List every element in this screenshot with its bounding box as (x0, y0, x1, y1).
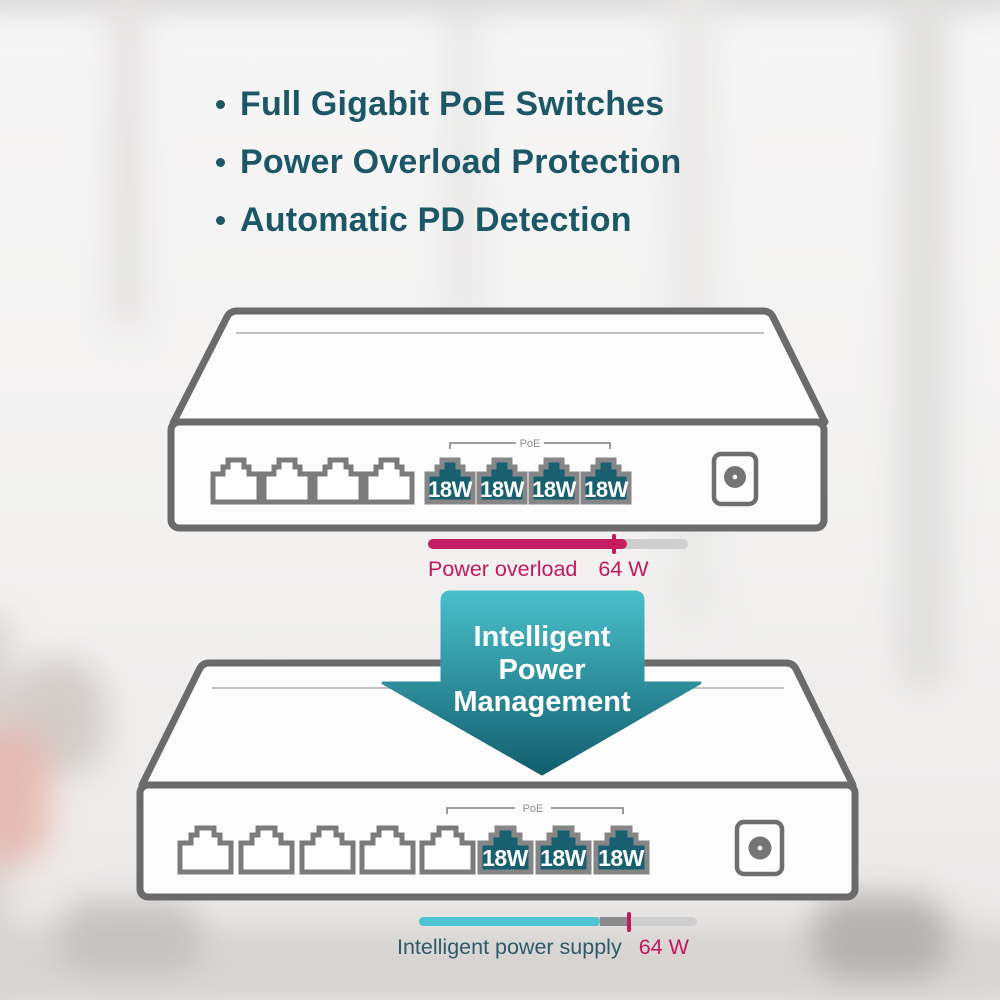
power-bar (428, 534, 688, 554)
bullet-icon (216, 99, 225, 109)
port-power-label: 18W (598, 845, 645, 871)
intelligent-power-arrow: Intelligent Power Management (381, 590, 702, 776)
meter-value: 64 W (598, 557, 649, 581)
meter-label: Intelligent power supply (397, 935, 622, 959)
feature-item: Automatic PD Detection (216, 191, 681, 249)
power-overload-meter: Power overload 64 W (428, 534, 688, 582)
power-bar-fill (419, 917, 600, 926)
poe-group-label: PoE (520, 438, 541, 450)
down-arrow-icon (381, 590, 702, 776)
port-power-label: 18W (480, 477, 524, 502)
poe-group-bracket (449, 442, 611, 449)
power-limit-tick (612, 534, 616, 554)
poe-group-bracket (446, 807, 624, 814)
feature-item: Full Gigabit PoE Switches (216, 75, 681, 133)
feature-label: Automatic PD Detection (240, 200, 632, 239)
arrow-label-line: Power (498, 654, 585, 686)
power-bar-fill (428, 539, 627, 549)
feature-label: Full Gigabit PoE Switches (240, 84, 665, 123)
power-jack (734, 819, 785, 877)
switch-top: PoE 18W 18W 18W 18W (167, 307, 829, 532)
feature-label: Power Overload Protection (240, 142, 682, 181)
feature-list: Full Gigabit PoE Switches Power Overload… (216, 75, 681, 249)
power-limit-tick (627, 911, 631, 932)
port-power-label: 18W (428, 477, 472, 502)
port-power-label: 18W (540, 845, 587, 871)
arrow-label-line: Intelligent (474, 621, 611, 653)
rj45-port-poe: 18W (583, 460, 629, 502)
port-power-label: 18W (584, 477, 628, 502)
bullet-icon (216, 157, 225, 167)
rj45-port-poe: 18W (479, 460, 525, 502)
port-power-label: 18W (482, 845, 529, 871)
feature-item: Power Overload Protection (216, 133, 681, 191)
power-jack (711, 451, 759, 507)
meter-label: Power overload (428, 557, 578, 581)
rj45-port-poe: 18W (538, 828, 589, 872)
power-bar (419, 911, 697, 932)
power-supply-meter: Intelligent power supply 64 W (397, 911, 697, 960)
poe-group-label: PoE (523, 803, 544, 815)
bullet-icon (216, 215, 225, 225)
rj45-port-poe: 18W (480, 828, 531, 872)
switch-top-lid (169, 307, 829, 427)
rj45-port-poe: 18W (531, 460, 577, 502)
meter-value: 64 W (638, 935, 689, 959)
arrow-label-line: Management (453, 686, 631, 718)
port-power-label: 18W (532, 477, 576, 502)
power-bar-reserve (600, 917, 628, 926)
rj45-port-poe: 18W (596, 828, 647, 872)
rj45-port-poe: 18W (427, 460, 473, 502)
